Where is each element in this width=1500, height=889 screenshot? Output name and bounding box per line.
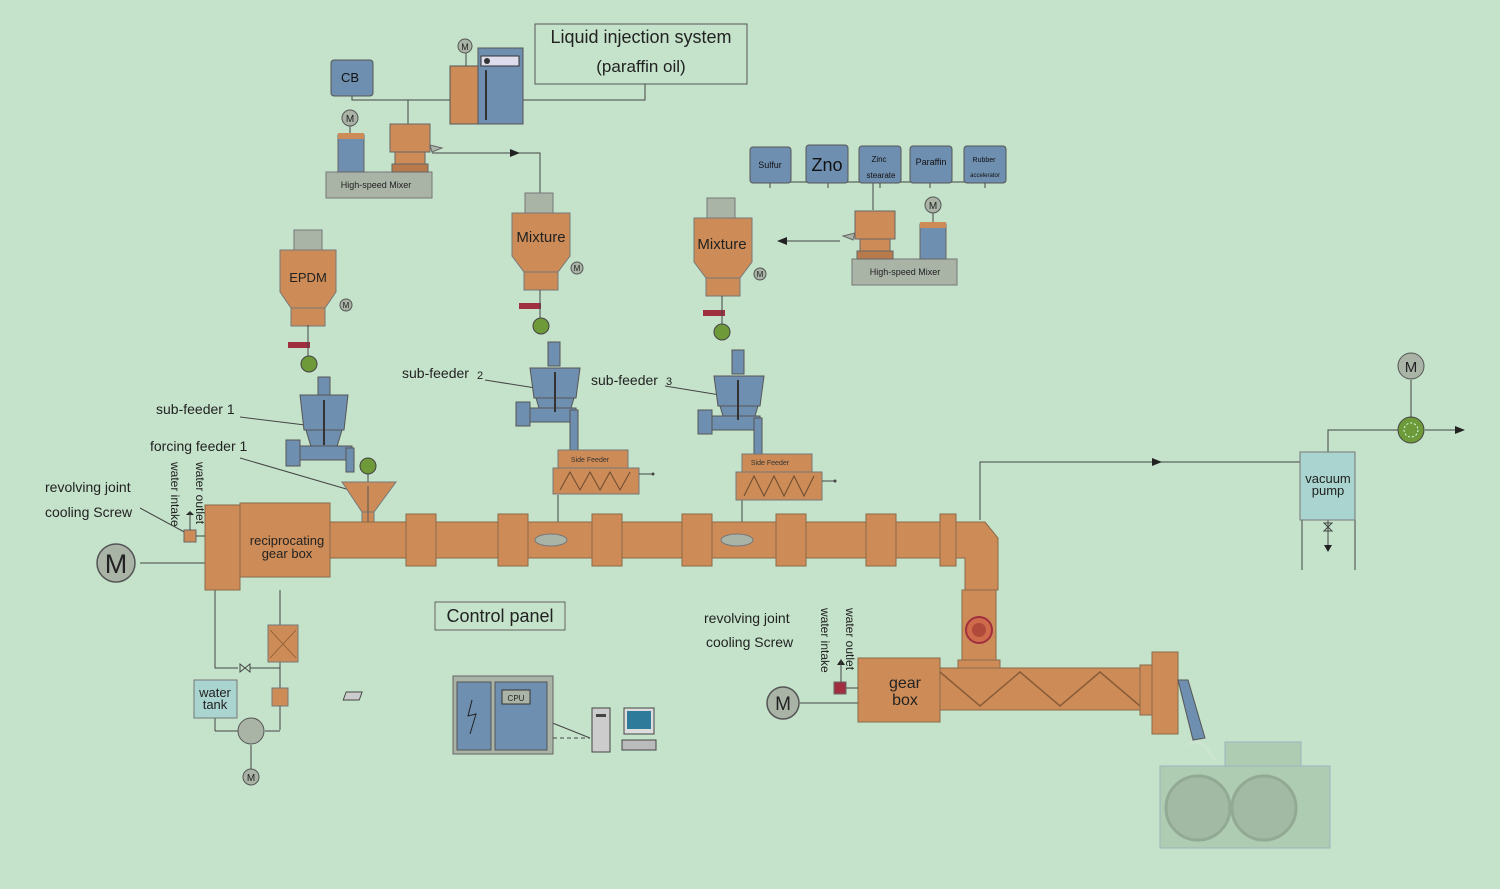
- svg-text:M: M: [1405, 359, 1418, 376]
- valve-icon: [300, 355, 318, 373]
- svg-text:Side Feeder: Side Feeder: [751, 460, 790, 467]
- revolving-joint-label-1: revolving joint: [45, 479, 131, 495]
- svg-text:Mixture: Mixture: [697, 236, 746, 253]
- svg-text:reciprocating: reciprocating: [250, 533, 324, 548]
- epdm-hopper: EPDM M: [279, 229, 353, 373]
- water-outlet-label-1: water outlet: [193, 461, 207, 525]
- svg-text:CB: CB: [341, 70, 359, 85]
- motor-icon: [341, 109, 359, 127]
- svg-text:Side Feeder: Side Feeder: [571, 457, 610, 464]
- motor-icon: [96, 543, 136, 583]
- forcing-feeder-label: forcing feeder 1: [150, 438, 247, 454]
- side-feeder-2: Side Feeder: [735, 453, 837, 501]
- vacuum-pump: vacuum pump M: [1299, 352, 1425, 532]
- svg-text:tank: tank: [203, 697, 228, 712]
- svg-text:EPDM: EPDM: [289, 270, 327, 285]
- side-feeder-1: Side Feeder: [552, 449, 655, 495]
- sub-feeder-1-unit: [285, 376, 355, 473]
- main-motor: M: [96, 543, 136, 583]
- valve-icon: [713, 323, 731, 341]
- svg-text:gear box: gear box: [262, 546, 313, 561]
- water-pump-icon: [237, 717, 265, 745]
- valve-icon: [359, 457, 377, 475]
- svg-text:M: M: [247, 773, 255, 784]
- svg-text:M: M: [105, 549, 128, 579]
- cooling-screw-label-2: cooling Screw: [706, 634, 794, 650]
- svg-text:gear: gear: [889, 675, 922, 692]
- liquid-injection-subtitle: (paraffin oil): [596, 57, 685, 76]
- svg-text:M: M: [775, 694, 791, 715]
- motor-icon: [457, 38, 473, 54]
- sub-feeder-2-unit: [515, 341, 581, 451]
- cb-hopper: CB: [330, 59, 374, 97]
- svg-text:High-speed Mixer: High-speed Mixer: [341, 180, 412, 190]
- svg-text:M: M: [929, 201, 937, 212]
- liquid-injection-system: Liquid injection system (paraffin oil) M: [449, 23, 748, 125]
- revolving-joint-2: [833, 681, 847, 695]
- control-panel: Control panel CPU: [342, 601, 657, 755]
- revolving-joint-label-2: revolving joint: [704, 610, 790, 626]
- mixture-hopper-1: Mixture M: [511, 192, 584, 335]
- cooling-screw-label-1: cooling Screw: [45, 504, 133, 520]
- svg-text:M: M: [346, 114, 354, 125]
- svg-text:accelerator: accelerator: [970, 173, 1000, 179]
- sub-feeder-3-unit: [697, 349, 765, 459]
- svg-text:Zno: Zno: [811, 155, 842, 175]
- water-outlet-label-2: water outlet: [843, 607, 857, 671]
- svg-text:pump: pump: [1312, 483, 1345, 498]
- pump-icon: [1397, 416, 1425, 444]
- sub-feeder-1-label: sub-feeder 1: [156, 401, 235, 417]
- svg-text:Mixture: Mixture: [516, 229, 565, 246]
- sub-feeder-3-number: 3: [666, 376, 672, 388]
- secondary-extruder: gear box: [857, 651, 1206, 741]
- svg-text:M: M: [461, 42, 469, 52]
- high-speed-mixer-1: High-speed Mixer M: [325, 109, 444, 199]
- secondary-motor: M: [766, 686, 800, 720]
- mixture-hopper-2: Mixture M: [693, 197, 767, 341]
- flow-arrows: [186, 149, 1465, 665]
- svg-text:M: M: [574, 264, 581, 273]
- high-speed-mixer-2: High-speed Mixer M: [841, 196, 958, 286]
- sub-feeder-3-label: sub-feeder: [591, 372, 658, 388]
- roll-mill: [1159, 740, 1331, 849]
- svg-text:Zinc: Zinc: [871, 155, 886, 164]
- additive-hoppers: Sulfur Zno Zinc stearate Paraffin Rubber…: [749, 144, 1007, 184]
- svg-text:stearate: stearate: [867, 171, 896, 180]
- motor-icon: [753, 267, 767, 281]
- svg-text:water: water: [198, 685, 231, 700]
- motor-icon: [570, 261, 584, 275]
- water-intake-label-2: water intake: [818, 607, 832, 673]
- valve-icon: [532, 317, 550, 335]
- svg-text:M: M: [757, 270, 764, 279]
- motor-icon: [242, 768, 260, 786]
- water-cooling-circuit: water tank M: [193, 624, 299, 786]
- svg-text:High-speed Mixer: High-speed Mixer: [870, 267, 941, 277]
- sub-feeder-2-label: sub-feeder: [402, 365, 469, 381]
- motor-icon: [766, 686, 800, 720]
- svg-text:Rubber: Rubber: [973, 157, 997, 164]
- connection-lines: [139, 84, 1455, 770]
- motor-icon: [339, 298, 353, 312]
- svg-text:M: M: [343, 301, 350, 310]
- svg-text:Control panel: Control panel: [446, 606, 553, 626]
- svg-text:Sulfur: Sulfur: [758, 160, 782, 170]
- main-extruder: reciprocating gear box: [204, 502, 1001, 671]
- revolving-joint-1: [183, 529, 197, 543]
- motor-icon: [1397, 352, 1425, 380]
- water-intake-label-1: water intake: [168, 461, 182, 527]
- svg-text:vacuum: vacuum: [1305, 471, 1351, 486]
- svg-text:box: box: [892, 692, 918, 709]
- liquid-injection-title: Liquid injection system: [550, 27, 731, 47]
- svg-text:CPU: CPU: [508, 694, 525, 703]
- svg-text:Paraffin: Paraffin: [916, 157, 947, 167]
- sub-feeder-2-number: 2: [477, 370, 483, 382]
- motor-icon: [924, 196, 942, 214]
